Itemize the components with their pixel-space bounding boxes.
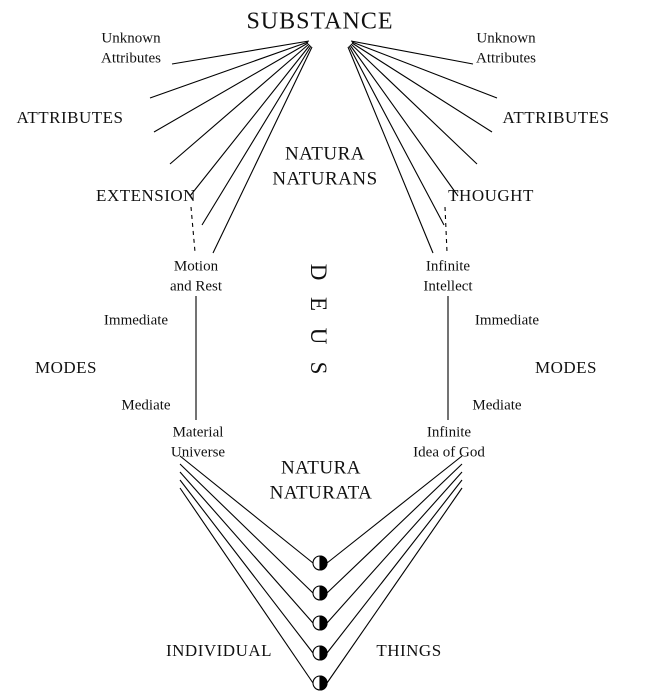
natura-naturata-line1: NATURA: [280, 457, 362, 479]
material-universe-label: Material Universe: [171, 424, 225, 463]
half-moon-icon: [312, 615, 328, 631]
deus-letter-u: U: [306, 327, 331, 345]
unknown-attributes-left-line1: Unknown: [101, 30, 161, 47]
infinite-idea-of-god-label: Infinite Idea of God: [413, 424, 485, 463]
half-moon-icon: [312, 675, 328, 691]
unknown-attributes-left-line2: Attributes: [101, 50, 161, 66]
thought-label: THOUGHT: [448, 185, 534, 205]
unknown-attributes-right-line1: Unknown: [476, 30, 536, 47]
half-moon-icon: [312, 585, 328, 601]
individual-label: INDIVIDUAL: [165, 640, 273, 660]
half-moon-icon: [312, 555, 328, 571]
infinite-idea-of-god-line2: Idea of God: [413, 444, 485, 460]
natura-naturans-line2: NATURANS: [272, 168, 378, 189]
natura-naturans-line1: NATURA: [284, 143, 366, 165]
unknown-attributes-left-label: Unknown Attributes: [101, 30, 161, 69]
left-converging-lines: [179, 455, 314, 684]
infinite-intellect-line1: Infinite: [425, 258, 471, 275]
motion-and-rest-line1: Motion: [173, 258, 219, 275]
infinite-idea-of-god-line1: Infinite: [426, 424, 472, 441]
substance-label: SUBSTANCE: [246, 8, 394, 35]
attributes-right-label: ATTRIBUTES: [502, 107, 610, 127]
mode-lines: [195, 296, 449, 420]
unknown-attributes-right-line2: Attributes: [476, 50, 536, 66]
deus-letter-s: S: [306, 361, 331, 375]
material-universe-line2: Universe: [170, 444, 226, 460]
right-attribute-fan-lines: [347, 40, 498, 254]
material-universe-line1: Material: [172, 424, 224, 441]
unknown-attributes-right-label: Unknown Attributes: [476, 30, 536, 69]
modes-right-label: MODES: [534, 357, 598, 377]
modes-left-label: MODES: [34, 357, 98, 377]
infinite-intellect-label: Infinite Intellect: [423, 258, 472, 297]
infinite-intellect-line2: Intellect: [423, 278, 473, 294]
extension-label: EXTENSION: [96, 185, 196, 205]
things-label: THINGS: [376, 640, 442, 660]
motion-and-rest-line2: and Rest: [169, 278, 223, 294]
mediate-right-label: Mediate: [472, 397, 522, 414]
half-moon-icon: [312, 645, 328, 661]
immediate-right-label: Immediate: [474, 312, 540, 329]
attributes-left-label: ATTRIBUTES: [16, 107, 124, 127]
immediate-left-label: Immediate: [103, 312, 169, 329]
individual-thing-icons: [312, 555, 328, 691]
motion-and-rest-label: Motion and Rest: [170, 258, 222, 297]
natura-naturata-line2: NATURATA: [269, 482, 373, 503]
deus-letter-d: D: [306, 263, 331, 281]
right-converging-lines: [326, 455, 463, 684]
deus-letter-e: E: [306, 296, 331, 312]
mediate-left-label: Mediate: [121, 397, 171, 414]
dashed-links: [190, 206, 448, 253]
left-attribute-fan-lines: [149, 40, 313, 254]
natura-naturans-label: NATURA NATURANS: [272, 142, 377, 191]
natura-naturata-label: NATURA NATURATA: [270, 456, 373, 505]
